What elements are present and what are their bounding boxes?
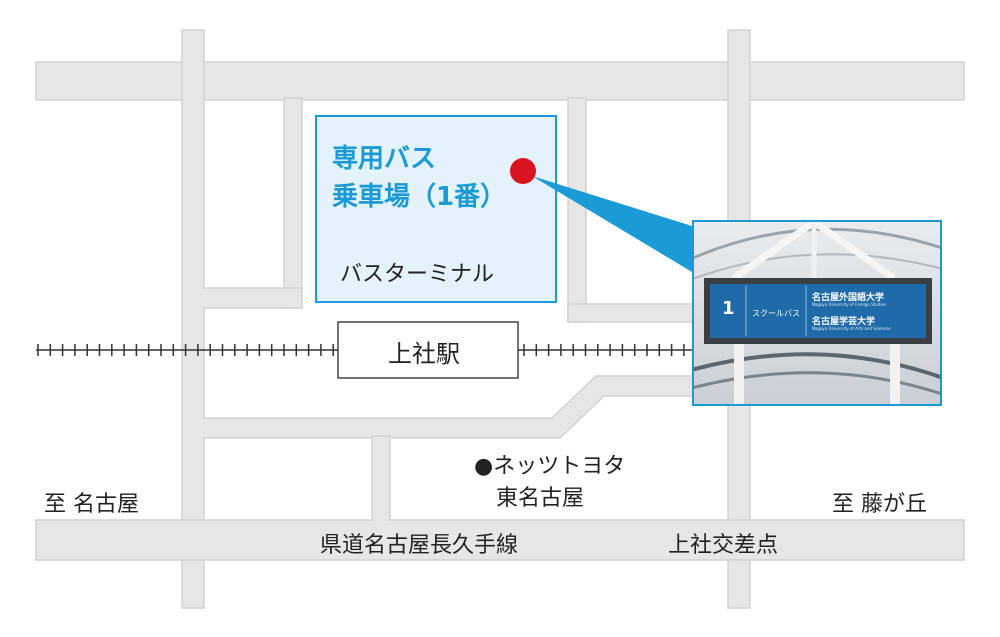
sign-number: 1 <box>722 298 735 319</box>
pickup-title-line1: 専用バス <box>332 144 437 174</box>
pickup-marker-icon <box>510 158 536 184</box>
bus-terminal-label: バスターミナル <box>340 262 495 287</box>
road-name: 県道名古屋長久手線 <box>320 533 519 558</box>
intersection-name: 上社交差点 <box>668 533 779 558</box>
pickup-title: 専用バス 乗車場（1番） <box>332 140 506 216</box>
station-box <box>337 321 519 379</box>
photo-pointer <box>532 176 692 272</box>
landmark-line2: 東名古屋 <box>496 486 585 511</box>
bus-terminal-area <box>315 115 557 303</box>
sign-dest1: 名古屋外国語大学 <box>812 293 885 303</box>
landmark-line1: ●ネッツトヨタ <box>474 454 626 479</box>
road-junction-fills <box>183 63 749 559</box>
road-small-vertical <box>371 435 391 523</box>
road-terminal-right <box>567 97 587 323</box>
road-left-vertical <box>181 29 205 609</box>
pickup-title-line2: 乗車場（1番） <box>332 182 507 212</box>
road-connector <box>203 375 729 439</box>
sign-dest1-en: Nagoya University of Foreign Studies <box>812 302 887 307</box>
road-top <box>35 61 965 101</box>
direction-left: 至 名古屋 <box>44 492 139 517</box>
sign-kind: スクールバス <box>752 309 800 318</box>
road-terminal-left <box>283 97 303 309</box>
sign-dest2: 名古屋学芸大学 <box>812 317 876 327</box>
station-name: 上社駅 <box>388 340 460 368</box>
roads <box>35 29 965 609</box>
sign-dest2-en: Nagoya University of Arts and Sciences <box>812 326 891 331</box>
railway <box>36 344 692 356</box>
direction-right: 至 藤が丘 <box>832 492 927 517</box>
bus-stop-photo: 1 スクールバス 名古屋外国語大学 Nagoya University of F… <box>692 220 942 406</box>
